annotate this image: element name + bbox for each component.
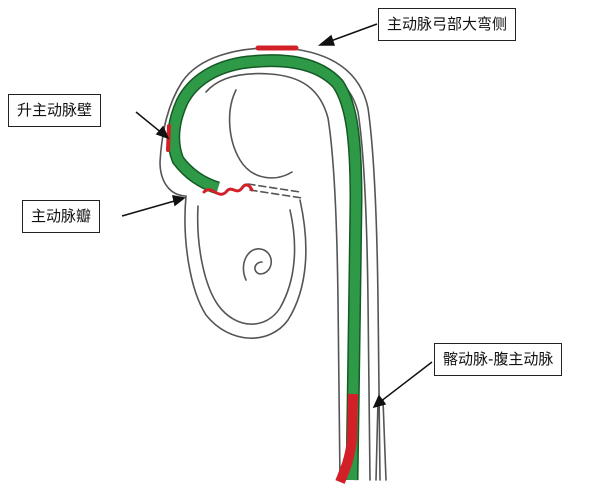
label-iliac-abdominal-aorta: 髂动脉-腹主动脉 xyxy=(434,343,562,376)
label-aortic-valve: 主动脉瓣 xyxy=(22,200,100,233)
arrow-arch-line xyxy=(328,24,377,42)
arrow-arch-head xyxy=(320,36,334,45)
ventricle-inner-outline xyxy=(198,206,295,324)
inner-loop xyxy=(230,90,292,178)
arrow-valve-head xyxy=(173,196,184,205)
label-arch-greater-curvature: 主动脉弓部大弯侧 xyxy=(378,8,516,41)
aorta-inner-wall xyxy=(206,74,340,480)
arrow-ascending-head xyxy=(157,127,168,138)
aorta-tail xyxy=(376,400,386,480)
ventricle-spiral xyxy=(243,249,271,280)
arrow-valve-line xyxy=(122,200,178,216)
arrow-iliac-line xyxy=(380,362,432,402)
label-ascending-aortic-wall: 升主动脉壁 xyxy=(8,94,101,127)
valve-dashes xyxy=(248,184,302,198)
aorta-lumen-line xyxy=(172,60,370,480)
